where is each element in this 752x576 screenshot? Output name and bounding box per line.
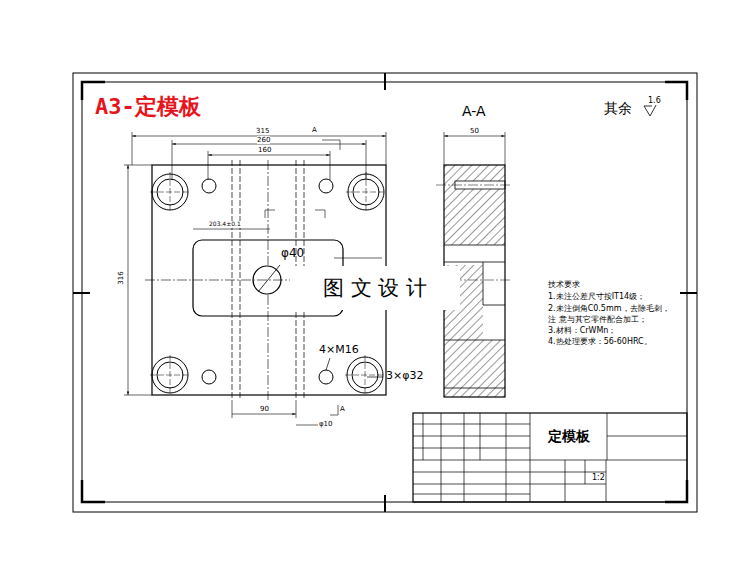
centre-marks xyxy=(73,73,697,512)
node-text: 图 文 设 计 xyxy=(323,274,427,302)
note-line: 1.未注公差尺寸按IT14级； xyxy=(548,292,645,301)
note-line: 2.未注倒角C0.5mm，去除毛刺，注 意与其它零件配合加工； xyxy=(548,303,676,325)
dimension: 160 xyxy=(258,146,271,154)
dimension: 50 xyxy=(470,127,479,135)
inner-frame xyxy=(82,82,687,502)
callout: 3×φ32 xyxy=(386,370,423,383)
dimension: φ10 xyxy=(319,420,333,428)
watermark-box: 图 文 设 计 xyxy=(290,266,460,310)
section-mark: A xyxy=(312,126,317,134)
view-label: A-A xyxy=(462,103,486,119)
dimension: 260 xyxy=(257,136,270,144)
outer-frame xyxy=(73,73,697,512)
dimension-lines xyxy=(124,132,505,425)
sheet-title: A3-定模板 xyxy=(95,94,201,119)
dimension: 316 xyxy=(117,271,125,284)
part-name-cell: 定模板 xyxy=(531,415,606,459)
title-block xyxy=(413,413,687,502)
section-mark: A xyxy=(340,405,345,413)
dimension: φ40 xyxy=(281,247,304,261)
node-text: 定模板 xyxy=(548,428,590,446)
callout: 4×M16 xyxy=(319,344,359,357)
scale-value: 1:2 xyxy=(592,473,605,482)
dimension: 90 xyxy=(260,405,269,413)
roughness-value: 1.6 xyxy=(648,96,661,105)
notes-heading: 技术要求 xyxy=(548,280,580,289)
note-line: 4.热处理要求：56-60HRC。 xyxy=(548,337,652,346)
corner-marks xyxy=(82,82,687,502)
dimension: 315 xyxy=(256,127,269,135)
note-line: 3.材料：CrWMn； xyxy=(548,326,616,335)
roughness-note: 其余 xyxy=(604,100,632,116)
dimension: 203.4±0.1 xyxy=(209,221,241,228)
